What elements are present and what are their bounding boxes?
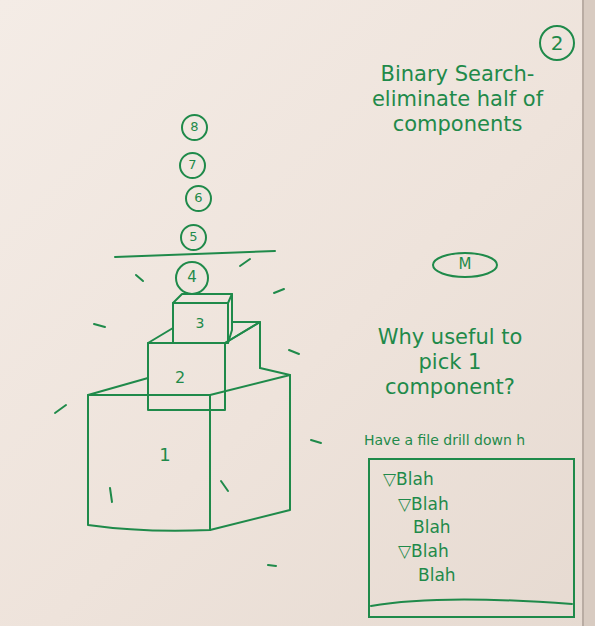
tick-mark [55,405,66,413]
tree-item: ▽Blah [398,542,449,562]
divider-line [115,251,275,257]
component-circle: 8 [181,114,208,141]
tick-mark [274,289,284,293]
outline [180,153,205,178]
outline-stroke [148,343,225,410]
tick-mark [94,324,105,327]
outline-stroke [148,328,173,343]
outline-stroke [173,294,232,303]
component-circle: 6 [185,185,212,212]
component-circle: 5 [180,224,207,251]
tick-mark [240,259,250,266]
component-circle: 4 [175,261,209,295]
callout-number: 3 [196,315,205,331]
board-edge-line [582,0,584,626]
outline [369,459,574,617]
tree-item: ▽Blah [383,470,434,490]
file-tree-box: ▽Blah▽BlahBlah▽BlahBlah [368,458,575,618]
component-cube: 2 [145,318,265,414]
oval-box: M [432,252,498,278]
tree-item: Blah [418,566,456,586]
tree-item: ▽Blah [398,495,449,515]
callout-number: 8 [190,120,198,135]
component-cube: 3 [170,290,236,348]
tick-mark [110,488,112,502]
outline-stroke [88,378,148,395]
outline [540,26,574,60]
outline-stroke [225,322,260,368]
outline [433,253,497,277]
callout-number: 6 [194,191,202,206]
callout-number: 2 [175,369,185,387]
outline-stroke [88,395,210,531]
callout-number: 2 [551,32,564,55]
tree-item: Blah [413,518,451,538]
outline [181,225,206,250]
component-cube-outline [85,365,297,537]
outline-stroke [371,599,572,606]
component-cube-outline [145,318,265,414]
board-edge [583,0,595,626]
outline [186,186,211,211]
callout-number: 1 [159,445,170,466]
callout-number: M [459,256,472,273]
note-text: Have a file drill down h [364,432,525,449]
question-text: Why useful to pick 1 component? [360,325,540,401]
tick-mark [136,275,143,281]
callout-number: 7 [188,158,196,173]
outline-stroke [210,375,290,530]
outline [176,262,208,294]
outline-stroke [228,294,232,343]
component-circle: 7 [179,152,206,179]
outline-stroke [173,303,228,343]
outline-stroke [210,368,290,395]
tick-mark [311,440,321,443]
tick-mark [221,481,228,491]
note-text: Binary Search- eliminate half of compone… [365,62,550,138]
tick-mark [289,350,299,354]
callout-number: 4 [187,269,197,286]
outline [182,115,207,140]
component-cube: 1 [85,365,297,537]
callout-number: 5 [189,230,197,245]
tick-mark [268,565,276,566]
page-number-circle: 2 [539,25,575,61]
